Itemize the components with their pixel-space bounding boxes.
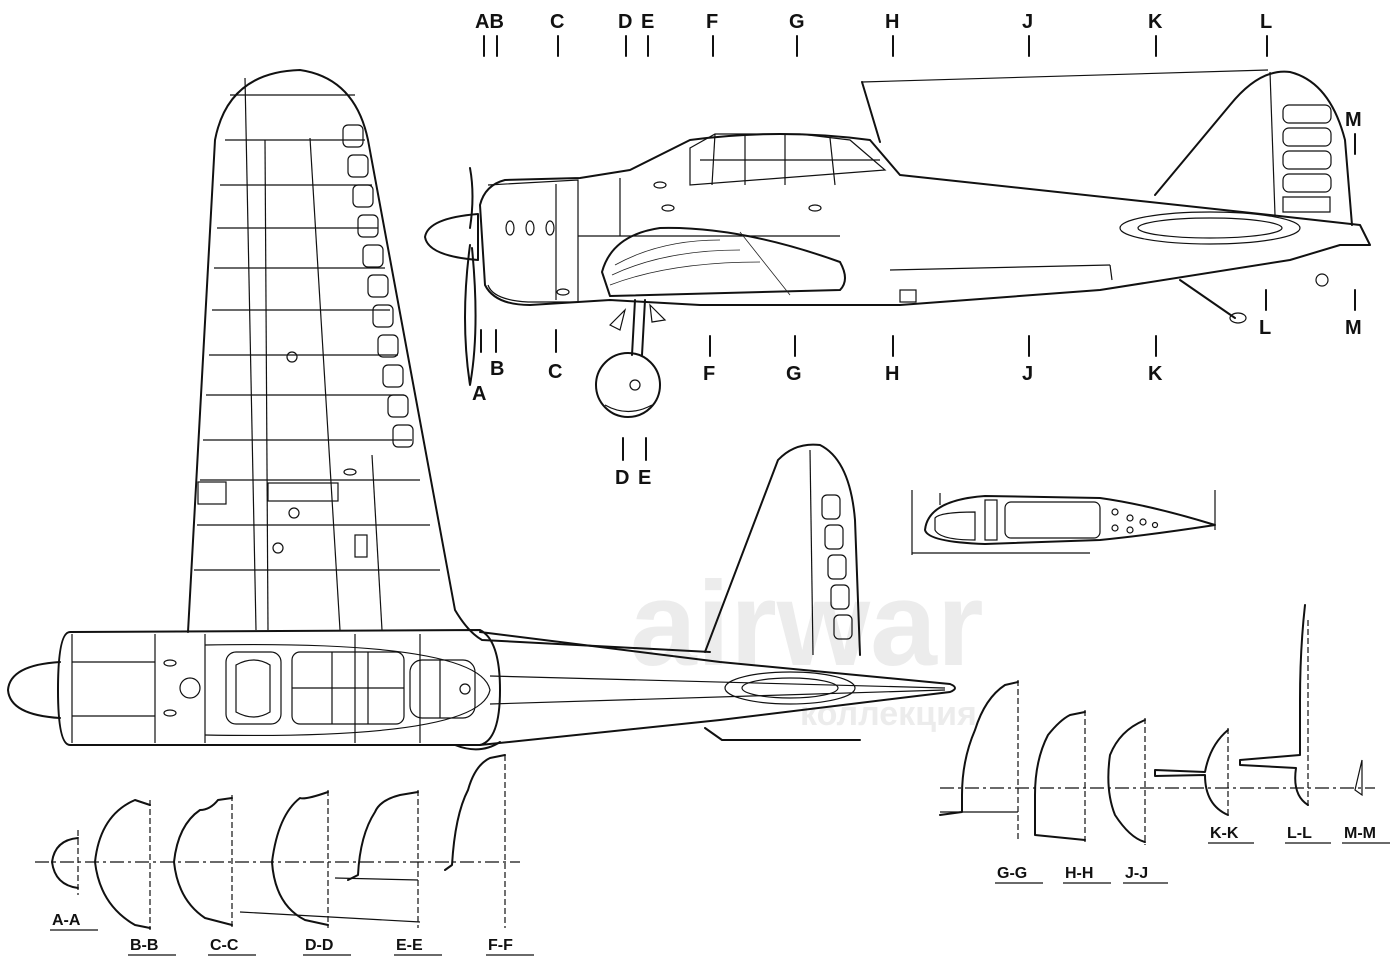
- section-label-B-B: B-B: [130, 937, 158, 954]
- top-view: [7, 69, 956, 751]
- section-label-H-H: H-H: [1065, 865, 1093, 882]
- station-label-J-bottom: J: [1022, 363, 1033, 385]
- top-spinner: [7, 661, 61, 719]
- top-wing-details: [197, 351, 368, 558]
- station-label-D-top: D: [618, 11, 632, 33]
- top-wing-panels: [194, 77, 440, 631]
- side-spinner: [424, 213, 479, 261]
- section-label-D-D: D-D: [305, 937, 333, 954]
- side-propeller-upper: [469, 167, 474, 229]
- top-tail-lower: [704, 727, 861, 741]
- station-label-K-bottom: K: [1148, 363, 1163, 385]
- section-label-E-E: E-E: [396, 937, 423, 954]
- side-view: AB C D E F G H J K L M A B C F G H J K L…: [424, 11, 1371, 489]
- station-label-B-bottom: B: [490, 358, 504, 380]
- top-hinomaru-outer: [724, 671, 856, 705]
- top-canopy: [225, 651, 476, 725]
- section-E-E-shape: [347, 791, 419, 881]
- section-G-G-shape: [939, 681, 1019, 816]
- side-station-ticks-top: [483, 35, 1356, 155]
- sections-right: G-G H-H J-J K-K L-L M-M: [939, 604, 1390, 884]
- station-label-L-bottom: L: [1259, 317, 1271, 339]
- side-misc-details: [556, 181, 917, 303]
- top-tail-cells: [809, 449, 853, 656]
- section-C-C-shape: [173, 797, 233, 926]
- station-label-F-bottom: F: [703, 363, 715, 385]
- station-label-K-top: K: [1148, 11, 1163, 33]
- top-nose-details: [163, 659, 201, 717]
- top-wing-outline: [187, 69, 711, 653]
- wing-airfoil-section: [911, 490, 1216, 555]
- section-label-G-G: G-G: [997, 865, 1027, 882]
- station-label-J-top: J: [1022, 11, 1033, 33]
- section-J-J-shape: [1107, 719, 1146, 843]
- station-label-G-bottom: G: [786, 363, 802, 385]
- side-antenna-wire: [861, 69, 1269, 83]
- side-station-labels-bottom: A B C F G H J K L M D E: [472, 317, 1362, 489]
- section-label-M-M: M-M: [1344, 825, 1376, 842]
- side-fin-hinge: [1269, 71, 1276, 216]
- station-label-AB-top: AB: [475, 11, 504, 33]
- side-fuselage-outline: [479, 133, 1371, 306]
- section-label-J-J: J-J: [1125, 865, 1148, 882]
- station-label-H-top: H: [885, 11, 899, 33]
- station-label-C-bottom: C: [548, 361, 562, 383]
- station-label-G-top: G: [789, 11, 805, 33]
- section-K-K-shape: [1154, 729, 1229, 816]
- side-propeller-lower: [464, 244, 477, 386]
- top-fuselage-outline: [57, 629, 501, 746]
- top-fuselage-centreline: [489, 675, 946, 689]
- station-label-L-top: L: [1260, 11, 1272, 33]
- station-label-C-top: C: [550, 11, 564, 33]
- side-canopy: [689, 133, 887, 186]
- airfoil-outline: [924, 495, 1216, 545]
- section-A-A-shape: [51, 837, 79, 889]
- top-fuselage-rear: [479, 631, 956, 746]
- side-rudder-cells: [1282, 104, 1332, 213]
- top-tail-plane: [704, 443, 861, 656]
- side-fin: [1154, 70, 1353, 226]
- section-label-F-F: F-F: [488, 937, 513, 954]
- side-station-labels-top: AB C D E F G H J K L M: [475, 11, 1362, 131]
- section-label-C-C: C-C: [210, 937, 239, 954]
- sections-left: A-A B-B C-C D-D E-E F-F: [35, 754, 534, 956]
- station-label-M-bottom: M: [1345, 317, 1362, 339]
- section-F-F-shape: [444, 754, 506, 871]
- side-hinomaru-outer: [1119, 211, 1301, 245]
- section-L-L-shape: [1239, 604, 1309, 806]
- side-wing-root: [601, 226, 846, 297]
- top-hinomaru-inner: [741, 677, 839, 699]
- section-label-A-A: A-A: [52, 912, 81, 929]
- section-label-L-L: L-L: [1287, 825, 1312, 842]
- side-antenna-mast: [861, 81, 881, 143]
- station-label-A-bottom: A: [472, 383, 486, 405]
- station-label-F-top: F: [706, 11, 718, 33]
- side-main-gear: [595, 299, 667, 418]
- station-label-D-gear: D: [615, 467, 629, 489]
- side-hinomaru-inner: [1137, 217, 1283, 239]
- watermark: airwar коллекция: [630, 557, 984, 733]
- side-wing-root-ribs: [609, 231, 791, 296]
- side-cowling: [487, 178, 840, 303]
- section-D-D-shape: [271, 791, 329, 926]
- section-label-K-K: K-K: [1210, 825, 1239, 842]
- station-label-E-gear: E: [638, 467, 651, 489]
- side-station-ticks-bottom: [480, 289, 1356, 461]
- station-label-M-top: M: [1345, 109, 1362, 131]
- section-B-B-shape: [94, 799, 151, 929]
- station-label-E-top: E: [641, 11, 654, 33]
- side-tail-wheel: [1179, 273, 1329, 324]
- watermark-main: airwar: [630, 557, 984, 691]
- top-wing-aileron-cells: [342, 124, 414, 448]
- section-M-M-shape: [1354, 759, 1363, 797]
- section-H-H-shape: [1034, 711, 1086, 841]
- station-label-H-bottom: H: [885, 363, 899, 385]
